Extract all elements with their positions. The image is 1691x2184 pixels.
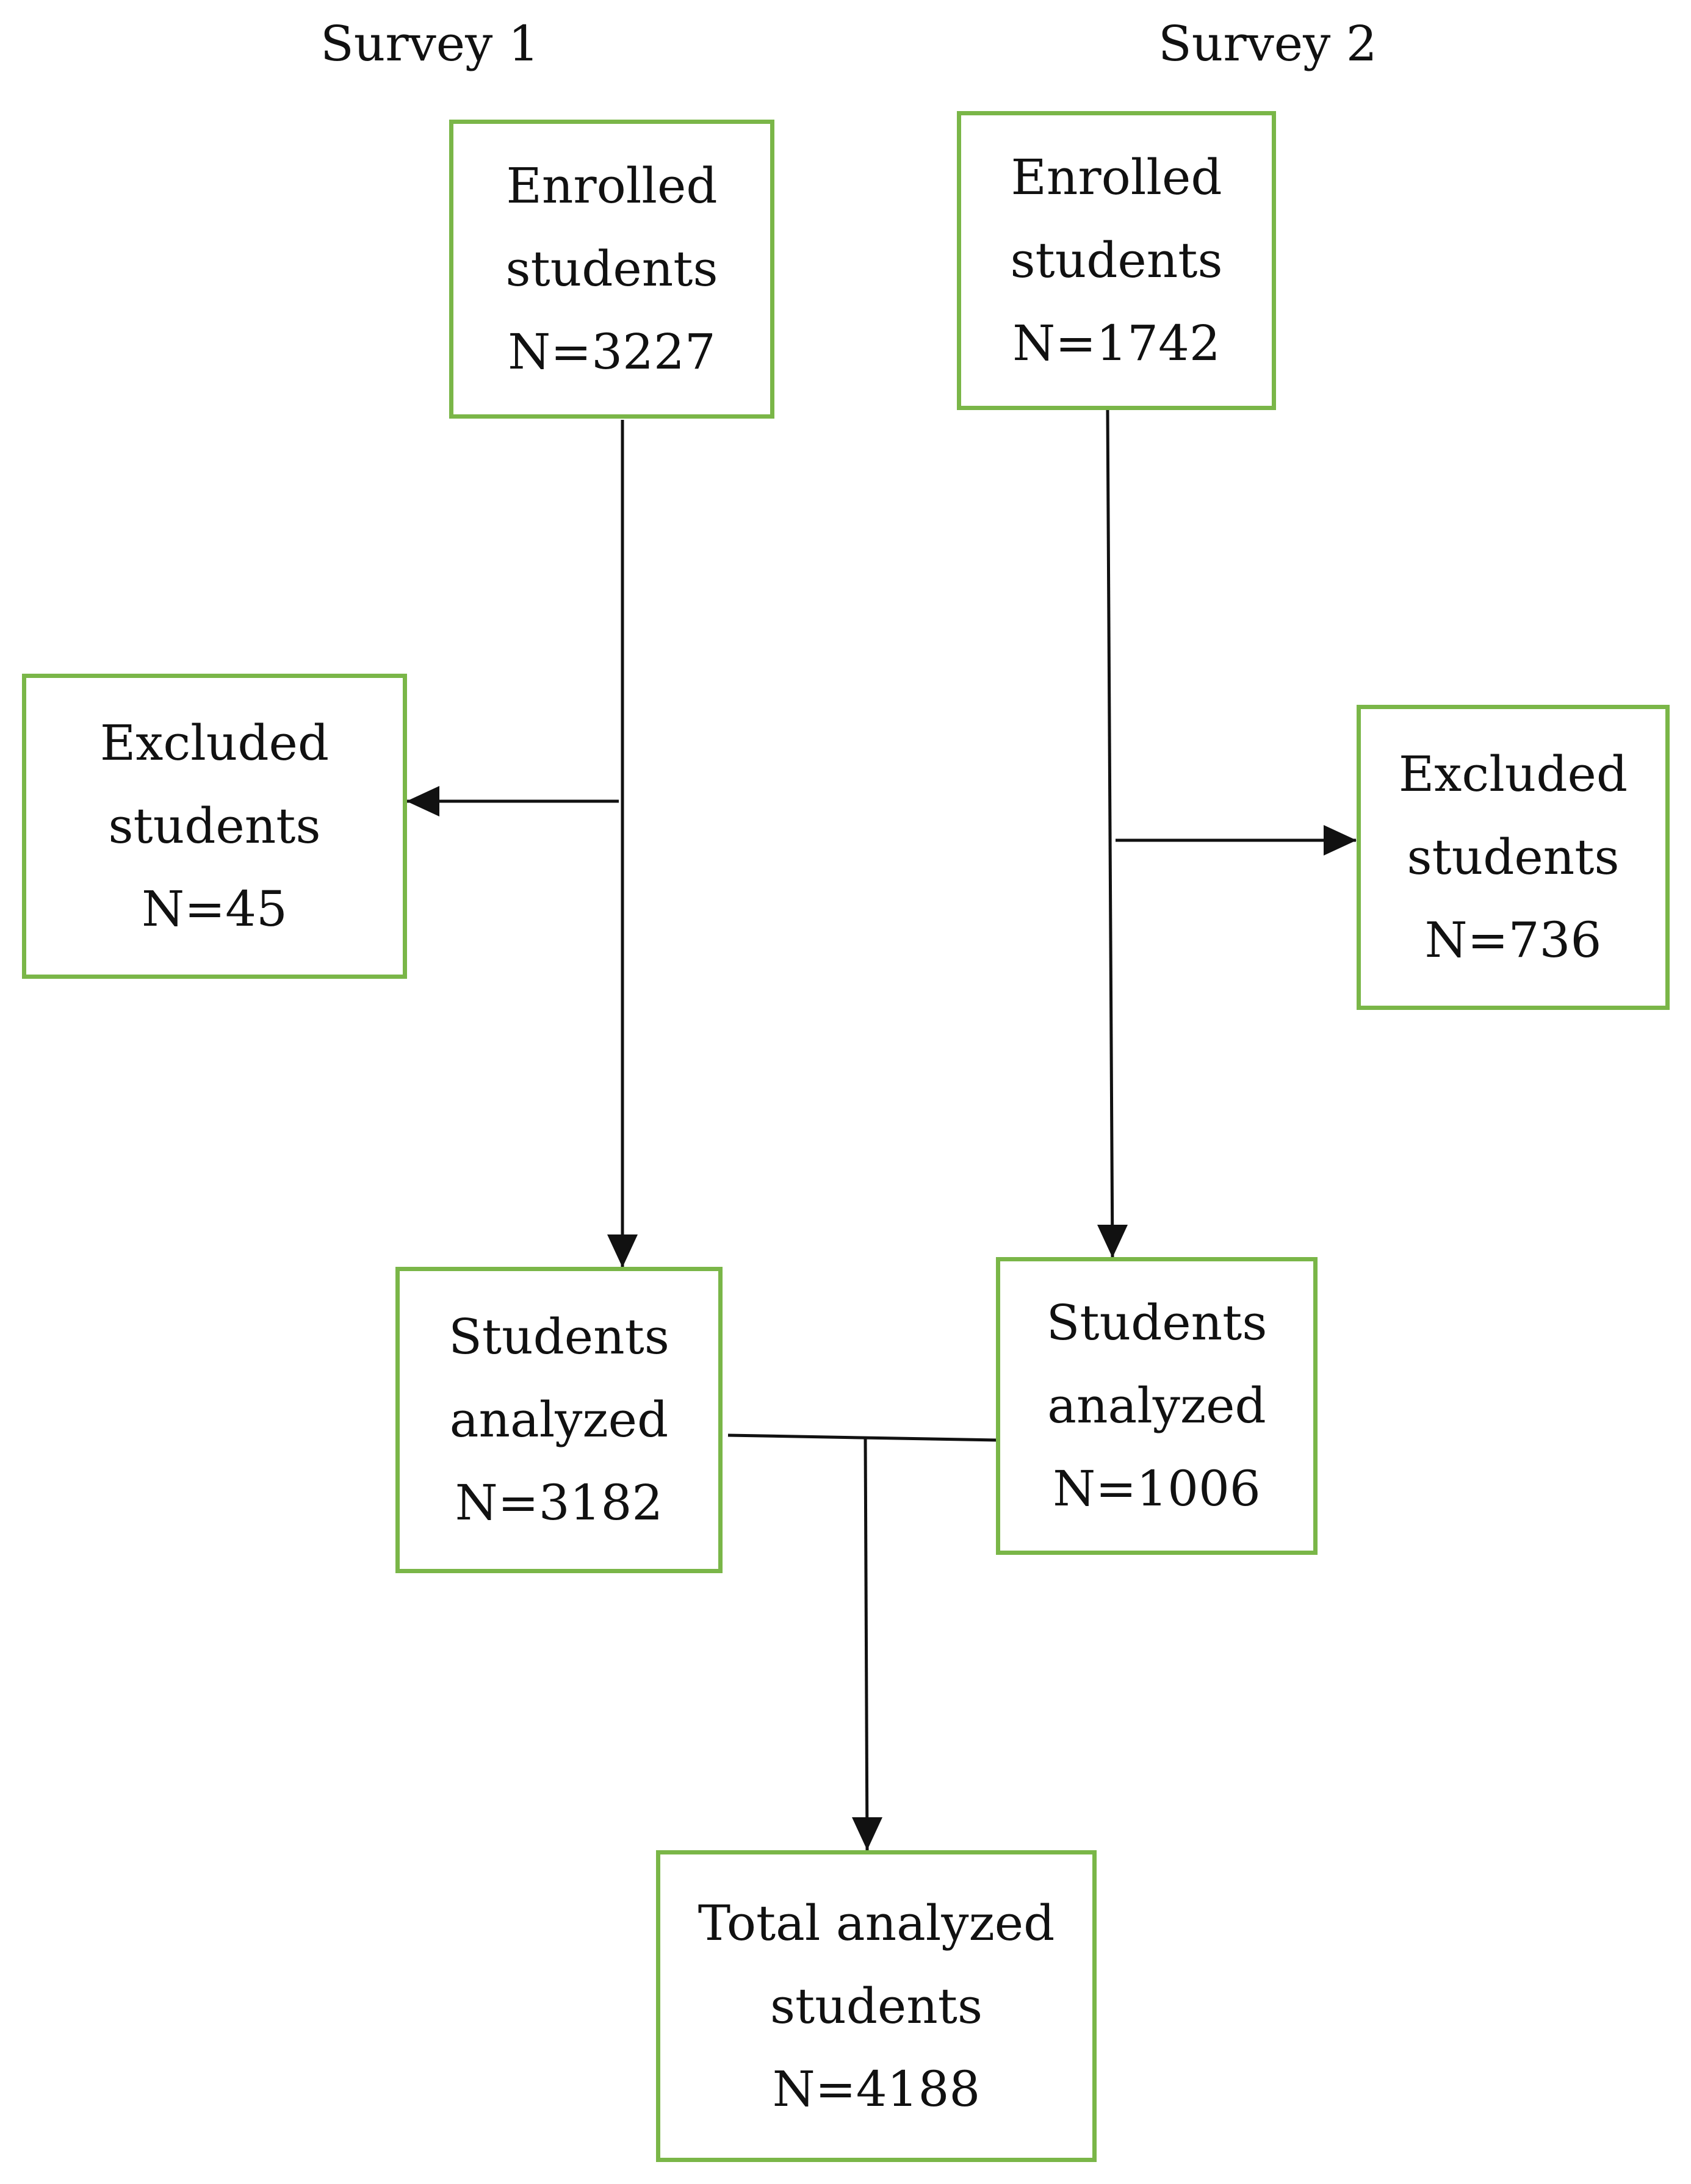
enrolled-students-box-survey-2: Enrolled students N=1742 [957, 111, 1276, 410]
analyzed-2-line-1: Students [1046, 1294, 1267, 1351]
excluded-students-box-survey-2: Excluded students N=736 [1357, 705, 1670, 1010]
analyzed-1-line-1: Students [449, 1308, 669, 1365]
students-analyzed-box-survey-2: Students analyzed N=1006 [996, 1257, 1318, 1555]
survey-1-heading: Survey 1 [320, 15, 539, 72]
excluded-2-count: N=736 [1424, 912, 1602, 968]
excluded-students-box-survey-1: Excluded students N=45 [22, 674, 407, 979]
analyzed-2-count: N=1006 [1053, 1460, 1261, 1517]
excluded-1-count: N=45 [142, 881, 287, 937]
arrowhead-excluded2 [1324, 825, 1357, 856]
total-line-2: students [770, 1977, 983, 2034]
analyzed-2-line-2: analyzed [1047, 1377, 1266, 1434]
enrolled-2-line-2: students [1010, 232, 1223, 289]
arrow-merge-to-total [864, 1436, 869, 1851]
enrolled-1-line-1: Enrolled [506, 157, 718, 214]
analyzed-1-line-2: analyzed [449, 1391, 669, 1448]
arrowhead-analyzed2 [1097, 1225, 1128, 1258]
enrolled-2-line-1: Enrolled [1011, 149, 1222, 206]
merge-line [727, 1433, 998, 1442]
students-analyzed-box-survey-1: Students analyzed N=3182 [395, 1267, 723, 1573]
enrolled-1-line-2: students [505, 240, 718, 297]
arrowhead-analyzed1 [607, 1234, 638, 1267]
analyzed-1-count: N=3182 [455, 1474, 663, 1531]
arrowhead-excluded1 [406, 786, 439, 816]
total-count: N=4188 [772, 2060, 981, 2117]
enrolled-students-box-survey-1: Enrolled students N=3227 [449, 120, 774, 419]
survey-2-heading: Survey 2 [1158, 15, 1377, 72]
excluded-2-line-2: students [1407, 829, 1620, 885]
excluded-1-line-1: Excluded [99, 715, 330, 771]
arrowhead-total [852, 1817, 882, 1850]
excluded-1-line-2: students [108, 798, 321, 854]
arrow-enrolled2-to-analyzed2 [1106, 409, 1114, 1258]
total-line-1: Total analyzed [698, 1894, 1055, 1952]
excluded-2-line-1: Excluded [1398, 746, 1628, 802]
enrolled-2-count: N=1742 [1012, 315, 1220, 372]
total-analyzed-students-box: Total analyzed students N=4188 [656, 1850, 1097, 2162]
enrolled-1-count: N=3227 [508, 323, 716, 380]
